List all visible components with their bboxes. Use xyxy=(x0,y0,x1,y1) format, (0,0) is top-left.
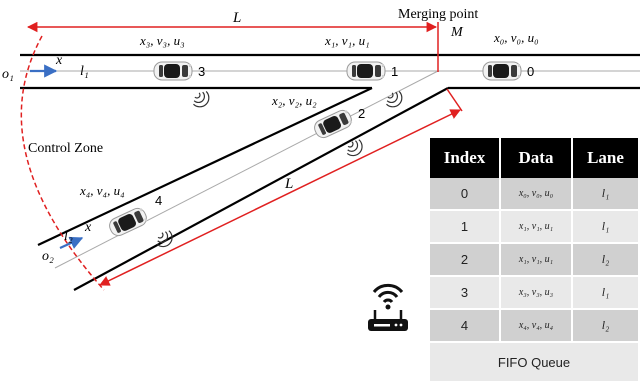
table-header-row: Index Data Lane xyxy=(430,138,638,178)
row-index: 4 xyxy=(430,309,501,343)
vehicle-3: 3 x₃, v₃, u₃ xyxy=(139,33,214,112)
origin-main-label: o₁ xyxy=(2,67,14,82)
axis-main-label: x xyxy=(55,53,63,68)
vehicle-1-state: x₁, v₁, u₁ xyxy=(324,33,370,48)
lane-main-label: l₁ xyxy=(80,64,89,79)
merging-point-label: Merging point xyxy=(398,7,478,22)
main-road xyxy=(20,53,640,90)
table-caption-row: FIFO Queue xyxy=(430,342,638,381)
table-row: 0 x₀, v₀, u₀ l₁ xyxy=(430,178,638,211)
vehicle-4-id: 4 xyxy=(155,193,162,208)
row-data: x₄, v₄, u₄ xyxy=(500,309,573,343)
control-zone-label: Control Zone xyxy=(28,141,103,156)
axis-ramp-arrow xyxy=(59,236,84,250)
row-index: 2 xyxy=(430,243,501,277)
row-lane: l₁ xyxy=(572,178,638,211)
car-icon xyxy=(346,61,386,81)
row-data: x₃, v₃, u₃ xyxy=(500,276,573,310)
length-dimension-main xyxy=(26,21,439,72)
row-lane: l₁ xyxy=(572,276,638,310)
merging-point-symbol: M xyxy=(450,25,464,40)
header-data: Data xyxy=(500,138,573,178)
length-label-ramp: L xyxy=(284,176,293,192)
vehicle-2-state: x₂, v₂, u₂ xyxy=(271,93,317,108)
merging-diagram: L L Merging point M Control Zone o₁ x l₁… xyxy=(2,7,640,331)
row-data: x₀, v₀, u₀ xyxy=(500,178,573,211)
wifi-signal-icon xyxy=(153,227,177,251)
ramp-road xyxy=(37,70,449,291)
vehicle-1-id: 1 xyxy=(391,64,398,79)
queue-caption: FIFO Queue xyxy=(430,342,638,381)
wifi-signal-icon xyxy=(343,136,367,160)
car-icon xyxy=(153,61,193,81)
vehicle-2: 2 x₂, v₂, u₂ xyxy=(271,93,367,160)
control-zone-boundary xyxy=(20,35,105,291)
lane-ramp-label: l₂ xyxy=(64,229,73,244)
vehicle-0-state: x₀, v₀, u₀ xyxy=(493,30,539,45)
header-lane: Lane xyxy=(572,138,638,178)
table-row: 3 x₃, v₃, u₃ l₁ xyxy=(430,276,638,310)
table-row: 1 x₁, v₁, u₁ l₁ xyxy=(430,210,638,244)
axis-ramp-label: x xyxy=(84,220,92,235)
length-dimension-ramp xyxy=(99,88,463,286)
row-lane: l₁ xyxy=(572,210,638,244)
vehicle-3-id: 3 xyxy=(198,64,205,79)
vehicle-1: 1 x₁, v₁, u₁ xyxy=(324,33,407,112)
vehicle-4: 4 x₄, v₄, u₄ xyxy=(79,183,177,251)
origin-ramp-label: o₂ xyxy=(42,249,54,264)
row-lane: l₂ xyxy=(572,309,638,343)
vehicle-0-id: 0 xyxy=(527,64,534,79)
row-data: x₁, v₁, u₁ xyxy=(500,243,573,277)
vehicle-0: 0 x₀, v₀, u₀ xyxy=(482,30,539,81)
fifo-queue-table: Index Data Lane 0 x₀, v₀, u₀ l₁ 1 x₁, v₁… xyxy=(430,138,638,381)
router-icon xyxy=(368,283,408,331)
row-data: x₁, v₁, u₁ xyxy=(500,210,573,244)
row-lane: l₂ xyxy=(572,243,638,277)
vehicle-2-id: 2 xyxy=(358,106,365,121)
wifi-signal-icon xyxy=(190,88,214,112)
table-row: 4 x₄, v₄, u₄ l₂ xyxy=(430,309,638,343)
wifi-signal-icon xyxy=(383,88,407,112)
car-icon xyxy=(482,61,522,81)
row-index: 1 xyxy=(430,210,501,244)
vehicle-3-state: x₃, v₃, u₃ xyxy=(139,33,185,48)
length-label-main: L xyxy=(232,10,241,26)
vehicle-4-state: x₄, v₄, u₄ xyxy=(79,183,125,198)
row-index: 0 xyxy=(430,178,501,211)
header-index: Index xyxy=(430,138,501,178)
row-index: 3 xyxy=(430,276,501,310)
table-row: 2 x₁, v₁, u₁ l₂ xyxy=(430,243,638,277)
